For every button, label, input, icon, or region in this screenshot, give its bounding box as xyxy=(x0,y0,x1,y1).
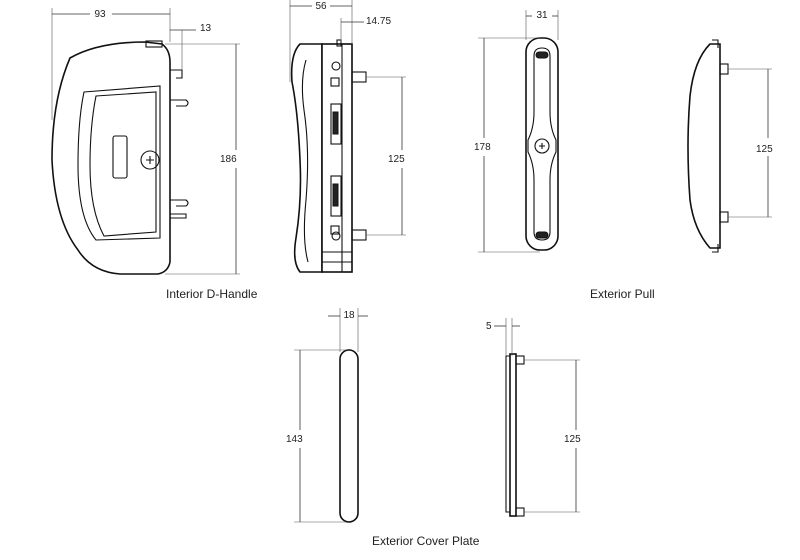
side-mount-plate xyxy=(341,43,353,273)
pull-key-cylinder-icon xyxy=(534,138,550,154)
dim-125-cover: 125 xyxy=(524,359,581,513)
pull-side-caps xyxy=(712,39,719,253)
dim-13: 13 xyxy=(170,23,212,70)
side-base-lines xyxy=(322,251,352,263)
caption-exterior-pull: Exterior Pull xyxy=(590,287,655,301)
dim-label-56: 56 xyxy=(315,1,327,12)
dim-label-13: 13 xyxy=(200,23,212,34)
dim-label-14-75: 14.75 xyxy=(366,16,391,27)
side-latch-upper-fill xyxy=(332,111,339,135)
exterior-pull-side-view xyxy=(687,39,729,253)
pull-inner-profile xyxy=(527,47,557,241)
cover-plate-outline xyxy=(339,349,359,523)
dim-14-75: 14.75 xyxy=(340,16,391,42)
pull-bottom-accent xyxy=(535,231,549,239)
dim-178: 178 xyxy=(474,37,540,253)
side-stud-bottom xyxy=(351,229,367,241)
dim-label-31: 31 xyxy=(536,10,548,21)
cover-plate-side-view xyxy=(505,353,525,517)
dim-125-side: 125 xyxy=(366,76,406,236)
dim-31: 31 xyxy=(525,10,559,40)
dim-label-178: 178 xyxy=(474,142,491,153)
pull-side-profile xyxy=(687,43,721,249)
d-handle-top-tab xyxy=(145,40,163,48)
pull-side-stud-bottom xyxy=(719,211,729,223)
cover-plate-front-view xyxy=(339,349,359,523)
dim-label-18: 18 xyxy=(343,310,355,321)
pull-keyhole-icon xyxy=(539,143,545,149)
dim-label-143: 143 xyxy=(286,434,303,445)
side-stud-top xyxy=(351,71,367,83)
lower-mount-lugs xyxy=(170,199,189,219)
cover-side-back xyxy=(505,355,510,513)
d-handle-panel xyxy=(89,91,157,237)
caption-d-handle: Interior D-Handle xyxy=(166,287,258,301)
cover-side-plate xyxy=(509,353,517,517)
dim-93: 93 xyxy=(51,8,171,120)
upper-mount-lugs xyxy=(170,69,189,107)
cover-side-stud-top xyxy=(515,355,525,365)
caption-cover-plate: Exterior Cover Plate xyxy=(372,534,480,548)
side-screw-bottom-icon xyxy=(331,231,341,241)
dim-label-5: 5 xyxy=(486,321,492,332)
d-handle-outline xyxy=(51,41,171,275)
dim-label-125-cover: 125 xyxy=(564,434,581,445)
keyhole-icon xyxy=(146,156,154,164)
dim-18: 18 xyxy=(328,308,368,352)
side-square-bottom xyxy=(330,225,340,235)
cover-side-stud-bottom xyxy=(515,507,525,517)
key-cylinder-icon xyxy=(140,150,160,170)
dim-label-125-pull: 125 xyxy=(756,144,773,155)
dim-label-125-side: 125 xyxy=(388,154,405,165)
dim-186: 186 xyxy=(165,43,240,275)
side-square-top xyxy=(330,77,340,87)
pull-side-stud-top xyxy=(719,63,729,75)
d-handle-inner-opening xyxy=(77,85,161,241)
side-screw-top-icon xyxy=(331,61,341,71)
dim-label-93: 93 xyxy=(94,9,106,20)
dim-125-pull: 125 xyxy=(728,68,773,218)
dim-label-186: 186 xyxy=(220,154,237,165)
d-handle-front-view xyxy=(51,40,189,275)
side-handle-curve xyxy=(301,59,309,263)
side-latch-lower-fill xyxy=(332,183,339,207)
dim-143: 143 xyxy=(286,349,346,523)
pull-top-accent xyxy=(535,51,549,59)
side-view-assembly xyxy=(290,39,367,273)
side-top-post xyxy=(336,39,342,47)
side-latch-upper xyxy=(330,103,342,145)
exterior-pull-front-view xyxy=(525,37,559,251)
side-handle-profile xyxy=(290,43,323,273)
dim-5: 5 xyxy=(486,318,520,356)
side-latch-lower xyxy=(330,175,342,217)
thumb-turn xyxy=(112,135,128,179)
